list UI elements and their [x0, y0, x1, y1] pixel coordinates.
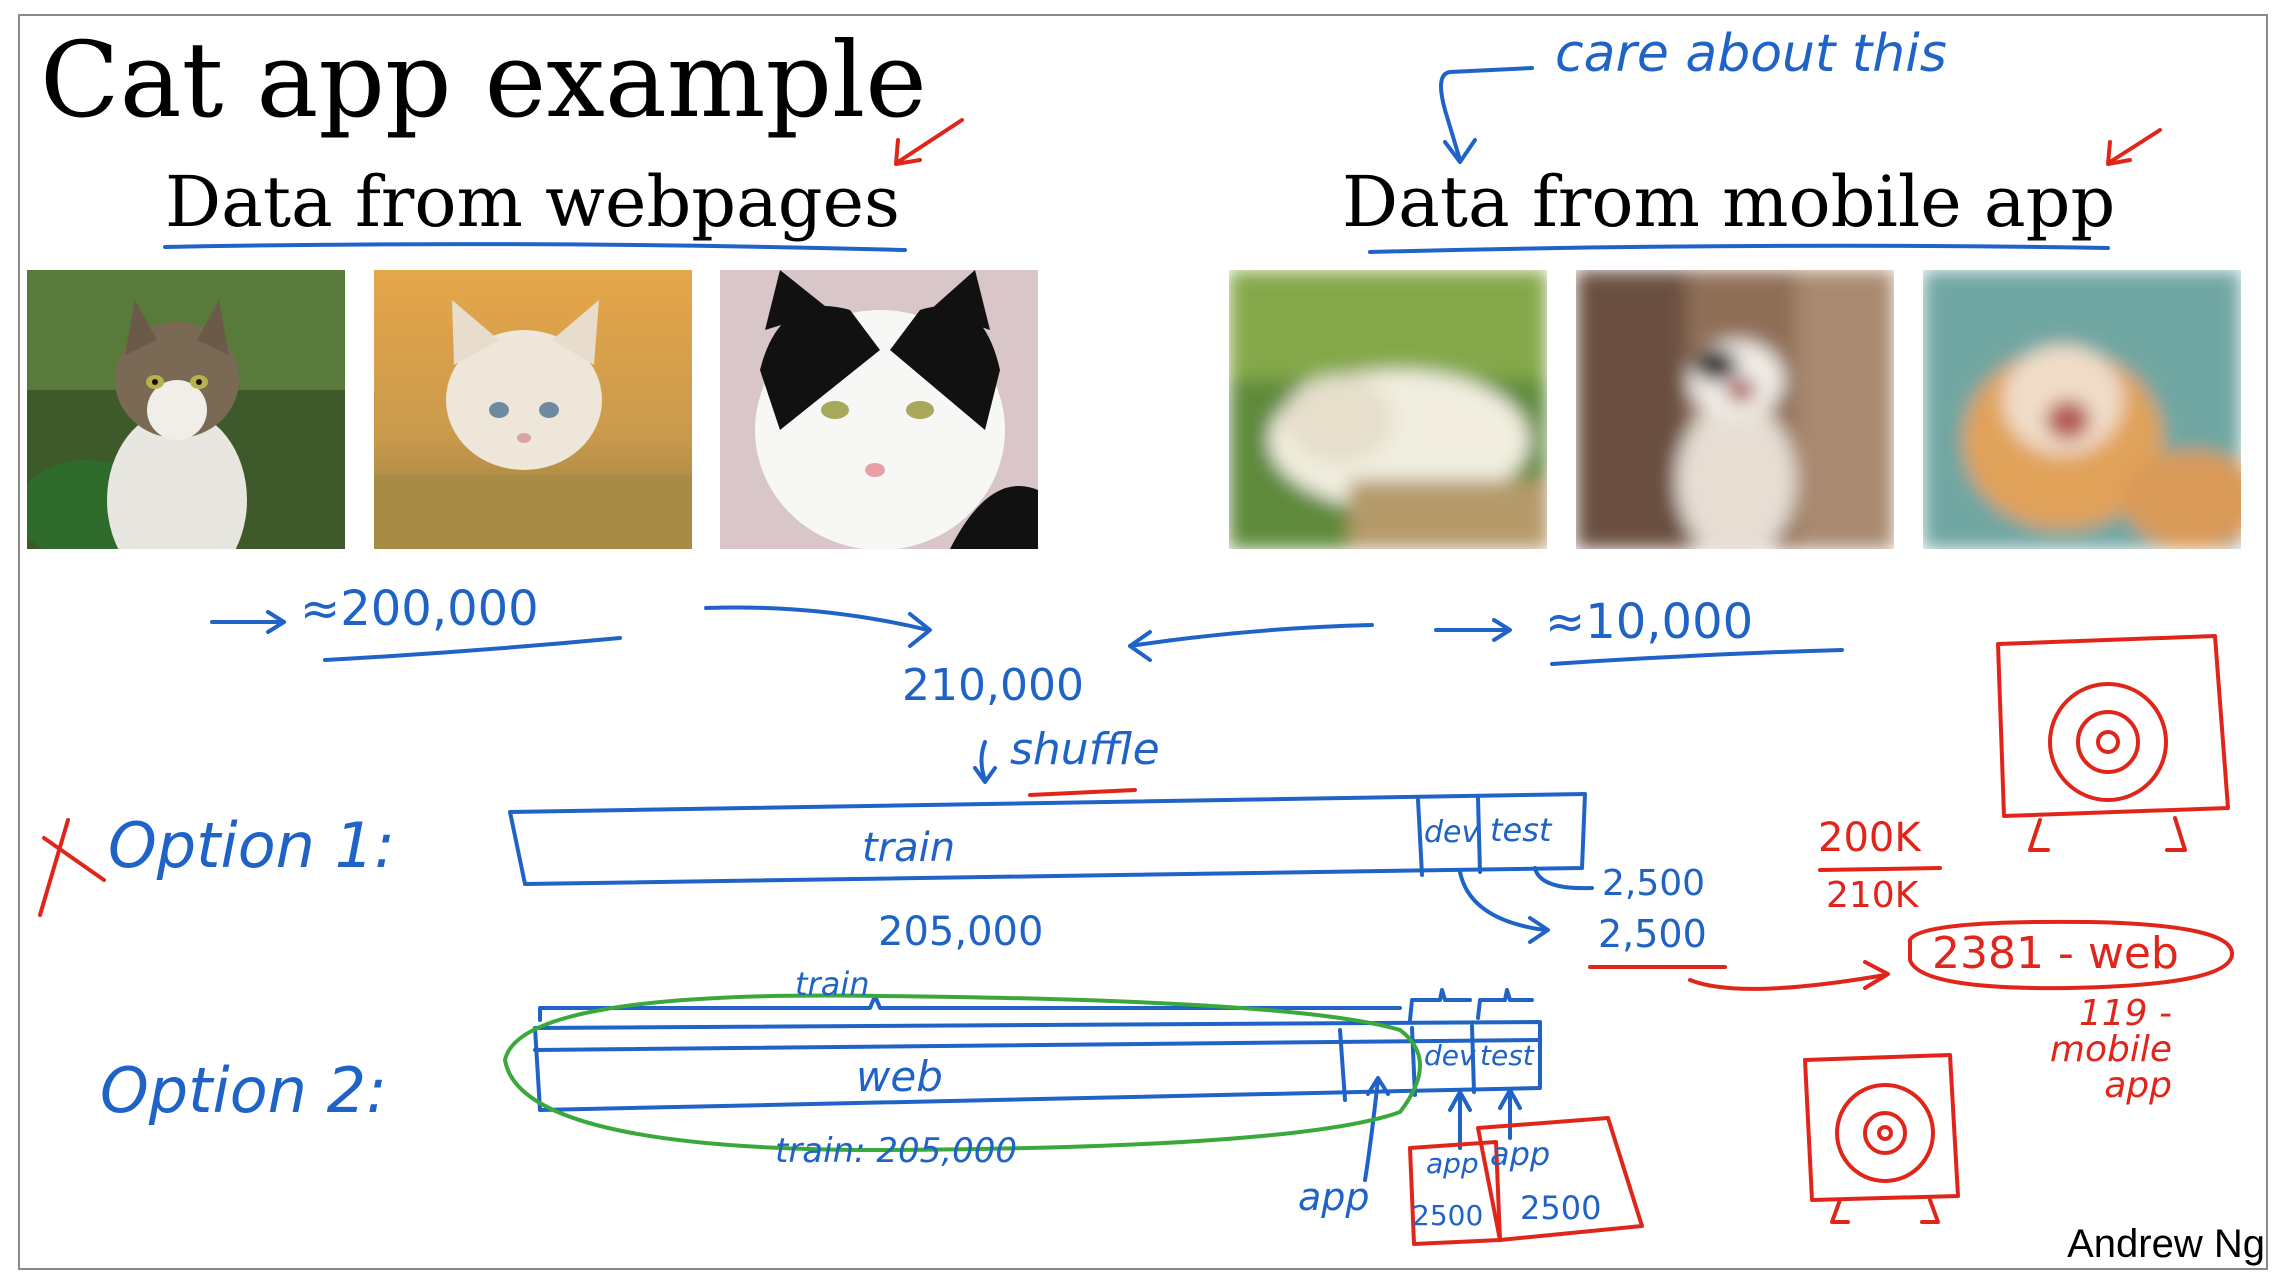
option2-train-size: train: 205,000 [775, 1131, 1018, 1171]
option1-test-label: test [1490, 811, 1552, 849]
slide-frame [18, 14, 2268, 1270]
option2-label: Option 2: [100, 1054, 387, 1127]
option1-train-label: train [862, 825, 956, 871]
web-split: 2381 - web [1932, 928, 2179, 979]
cat-photo-web-2 [374, 270, 692, 549]
web-count: ≈200,000 [300, 581, 539, 637]
test-box-app: app [1490, 1135, 1551, 1173]
option1-train-size: 205,000 [878, 909, 1044, 955]
option2-app-label: app [1298, 1175, 1370, 1219]
cat-photo-mobile-2 [1576, 270, 1894, 549]
shuffle-note: shuffle [1010, 724, 1160, 775]
heading-webpages: Data from webpages [165, 161, 900, 243]
option2-web-label: web [856, 1052, 943, 1101]
dev-box-size: 2500 [1412, 1199, 1484, 1232]
dev-box-app: app [1426, 1147, 1479, 1180]
option1-test-size: 2,500 [1598, 912, 1707, 956]
total-count: 210,000 [902, 660, 1084, 711]
option1-bar [508, 792, 1587, 886]
option2-train-top-label: train [795, 965, 870, 1003]
underline-mobile [1368, 243, 2110, 254]
option1-dev-label: dev [1424, 815, 1480, 850]
option1-dev-size: 2,500 [1602, 863, 1706, 904]
option2-dev-label: dev [1424, 1039, 1476, 1072]
option1-label: Option 1: [108, 809, 395, 882]
test-app-box [1476, 1116, 1644, 1242]
slide-title: Cat app example [40, 19, 927, 141]
target-board-bottom [1803, 1053, 1960, 1202]
cat-photo-mobile-1 [1229, 270, 1547, 549]
author-credit: Andrew Ng [2067, 1222, 2265, 1266]
care-about-this-note: care about this [1555, 24, 1947, 84]
ratio-denominator: 210K [1826, 875, 1919, 916]
ratio-numerator: 200K [1818, 815, 1921, 861]
option2-bar [533, 1020, 1542, 1112]
cat-photo-web-1 [27, 270, 345, 549]
mobile-split: 119 - mobile app [2049, 993, 2172, 1106]
heading-mobile-app: Data from mobile app [1342, 161, 2116, 243]
test-box-size: 2500 [1520, 1189, 1602, 1227]
cat-photo-web-3 [720, 270, 1038, 549]
option2-test-label: test [1480, 1039, 1534, 1072]
mobile-count: ≈10,000 [1545, 594, 1754, 650]
train-ellipse [502, 993, 1422, 1153]
cat-photo-mobile-3 [1923, 270, 2241, 549]
care-arrow [1439, 66, 1534, 162]
underline-webpages [163, 242, 907, 252]
target-board-top [1996, 634, 2230, 818]
